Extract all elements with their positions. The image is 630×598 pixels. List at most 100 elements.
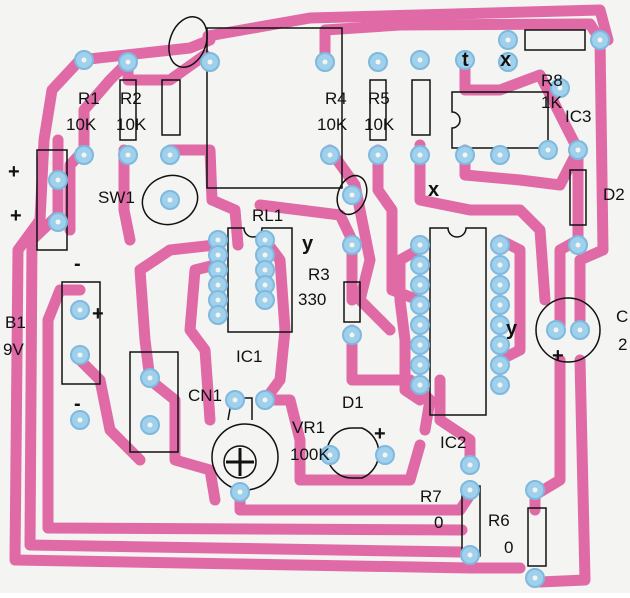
trace-ic2-left-pins bbox=[394, 244, 426, 406]
drill-hole bbox=[497, 382, 503, 388]
trace-ic1-left bbox=[184, 259, 221, 426]
drill-hole bbox=[349, 242, 355, 248]
hand-marks: + + - + - + + x x t y y bbox=[8, 49, 564, 445]
drill-hole bbox=[327, 452, 333, 458]
mark-plus-top-left: + bbox=[8, 161, 20, 183]
drill-hole bbox=[497, 282, 503, 288]
drill-hole bbox=[125, 152, 131, 158]
label-r3-value: 330 bbox=[298, 290, 326, 309]
label-sw1: SW1 bbox=[98, 188, 135, 207]
drill-hole bbox=[375, 59, 381, 65]
drill-hole bbox=[322, 59, 328, 65]
label-ic1: IC1 bbox=[236, 347, 262, 366]
drill-hole bbox=[215, 297, 221, 303]
mark-plus-left-2: + bbox=[10, 205, 22, 227]
mark-minus-cn: - bbox=[74, 253, 81, 275]
drill-hole bbox=[467, 552, 473, 558]
drill-hole bbox=[417, 57, 423, 63]
drill-hole bbox=[81, 152, 87, 158]
drill-hole bbox=[167, 197, 173, 203]
drill-hole bbox=[232, 397, 238, 403]
drill-hole bbox=[262, 252, 268, 258]
drill-hole bbox=[417, 282, 423, 288]
label-r1: R1 bbox=[78, 89, 100, 108]
r6-outline bbox=[527, 507, 547, 567]
component-outlines bbox=[36, 16, 601, 567]
vr1-crosshair-icon bbox=[223, 445, 257, 479]
solder-pads bbox=[48, 30, 610, 588]
drill-hole bbox=[467, 462, 473, 468]
drill-hole bbox=[215, 237, 221, 243]
drill-hole bbox=[417, 152, 423, 158]
drill-hole bbox=[215, 282, 221, 288]
label-rl1: RL1 bbox=[252, 206, 283, 225]
trace-right-lower bbox=[534, 354, 591, 588]
drill-hole bbox=[417, 342, 423, 348]
drill-hole bbox=[167, 152, 173, 158]
sw1-knob-mid bbox=[141, 174, 199, 226]
component-labels: R1 10K R2 10K R4 10K R5 10K R8 1K IC3 D2… bbox=[3, 71, 628, 557]
drill-hole bbox=[532, 575, 538, 581]
drill-hole bbox=[262, 267, 268, 273]
r3-outline bbox=[343, 281, 361, 323]
drill-hole bbox=[349, 192, 355, 198]
mark-plus-b1: + bbox=[92, 303, 104, 325]
drill-hole bbox=[497, 242, 503, 248]
label-c-edge: C bbox=[616, 307, 628, 326]
drill-hole bbox=[125, 59, 131, 65]
label-r8-value: 1K bbox=[541, 93, 562, 112]
sw1-knob-right bbox=[336, 174, 368, 216]
sw1-body bbox=[206, 27, 343, 189]
drill-hole bbox=[497, 322, 503, 328]
drill-hole bbox=[207, 59, 213, 65]
drill-hole bbox=[55, 177, 61, 183]
d2-outline bbox=[569, 169, 587, 226]
label-cn1: CN1 bbox=[188, 386, 222, 405]
drill-hole bbox=[532, 487, 538, 493]
drill-hole bbox=[215, 312, 221, 318]
drill-hole bbox=[557, 85, 563, 91]
r2-outline bbox=[119, 79, 137, 141]
drill-hole bbox=[81, 57, 87, 63]
label-r8: R8 bbox=[541, 71, 563, 90]
drill-hole bbox=[382, 452, 388, 458]
drill-hole bbox=[467, 487, 473, 493]
ic3-outline bbox=[451, 91, 549, 149]
d1-outline bbox=[326, 427, 380, 479]
drill-hole bbox=[55, 219, 61, 225]
drill-hole bbox=[417, 382, 423, 388]
drill-hole bbox=[77, 417, 83, 423]
trace-r1-r2 bbox=[78, 56, 134, 156]
drill-hole bbox=[505, 37, 511, 43]
drill-hole bbox=[553, 327, 559, 333]
label-vr1: VR1 bbox=[292, 418, 325, 437]
trace-sw1-rl1 bbox=[164, 144, 244, 251]
label-d1: D1 bbox=[342, 393, 364, 412]
trace-sw1-down bbox=[118, 144, 136, 246]
mark-y-ic2: y bbox=[506, 318, 518, 340]
trace-rl1-r3 bbox=[254, 199, 358, 306]
mark-minus-b1: - bbox=[74, 393, 81, 415]
drill-hole bbox=[497, 362, 503, 368]
label-r7-value: 0 bbox=[434, 513, 443, 532]
trace-ic3-bottom bbox=[459, 144, 584, 191]
drill-hole bbox=[497, 262, 503, 268]
drill-hole bbox=[262, 237, 268, 243]
drill-hole bbox=[147, 375, 153, 381]
label-r3: R3 bbox=[308, 265, 330, 284]
trace-top-bus bbox=[202, 4, 614, 46]
drill-hole bbox=[327, 152, 333, 158]
trace-b1 bbox=[74, 354, 146, 466]
label-r4: R4 bbox=[325, 89, 347, 108]
label-r7: R7 bbox=[420, 487, 442, 506]
ic2-outline bbox=[429, 227, 487, 416]
label-r2: R2 bbox=[120, 89, 142, 108]
trace-cn1 bbox=[144, 374, 221, 506]
drill-hole bbox=[577, 327, 583, 333]
trace-top-bus-2 bbox=[319, 18, 606, 68]
label-vr1-value: 100K bbox=[290, 445, 330, 464]
cn1-outline bbox=[129, 351, 179, 453]
trace-rl1-left bbox=[134, 239, 221, 386]
